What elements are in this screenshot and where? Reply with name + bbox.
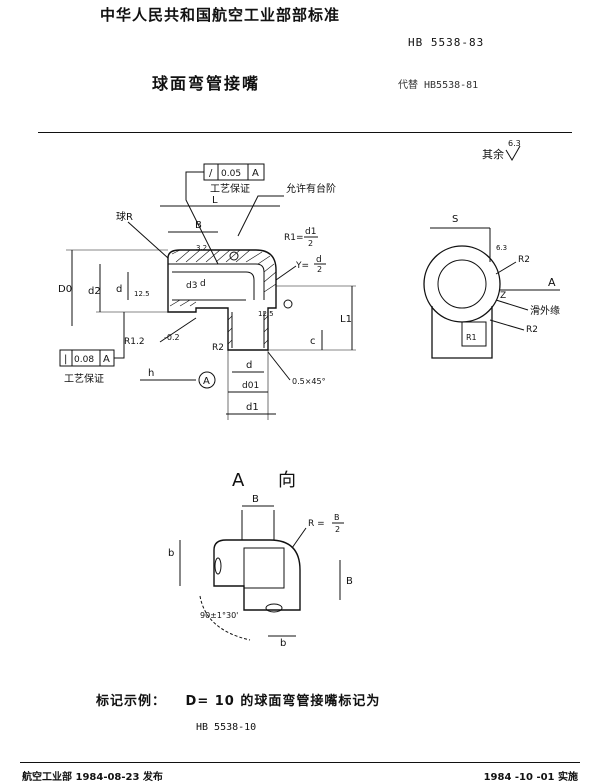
label-d3: d3: [186, 281, 197, 291]
label-B: B: [195, 220, 202, 231]
label-c: c: [310, 336, 316, 347]
label-d-over-2: d: [316, 255, 322, 265]
tol-left-symbol: |: [64, 354, 67, 365]
side-Z: Z: [500, 291, 506, 301]
va-angle: 90±1°30': [200, 611, 238, 620]
va-R-eq: R =: [308, 519, 325, 529]
replaces-standard: 代替 HB5538-81: [398, 80, 479, 91]
marking-example: 标记示例： D= 10 的球面弯管接嘴标记为: [96, 690, 380, 709]
footer-rule: [20, 762, 580, 763]
label-d1-bottom: d1: [246, 402, 259, 413]
footer-issued: 航空工业部 1984-08-23 发布: [22, 772, 163, 783]
example-code: HB 5538-10: [196, 722, 257, 733]
label-half-1: 2: [308, 239, 313, 248]
tol-top-datum: A: [252, 168, 259, 179]
label-d1-over-2: d1: [305, 227, 316, 237]
tol-left-note: 工艺保证: [64, 372, 104, 385]
side-R1: R1: [466, 333, 477, 342]
rest-roughness-value: 6.3: [508, 139, 521, 148]
va-B-top: B: [252, 494, 259, 505]
header-rule: [38, 132, 572, 133]
label-d-bottom: d: [246, 360, 252, 371]
label-r32: 3.2: [196, 244, 207, 252]
va-B-frac: B: [334, 513, 340, 522]
label-D0: D0: [58, 284, 72, 295]
label-sphere-r: 球R: [116, 210, 133, 223]
side-S: S: [452, 214, 458, 225]
tol-top-note: 工艺保证: [210, 182, 250, 195]
label-chamfer: 0.5×45°: [292, 377, 326, 386]
label-L: L: [212, 195, 218, 206]
va-B-right: B: [346, 576, 353, 587]
va-two: 2: [335, 525, 340, 534]
side-smooth-edge: 滑外缘: [530, 304, 560, 317]
label-A-circle: A: [203, 376, 210, 387]
example-label: 标记示例：: [96, 694, 167, 709]
rest-roughness-label: 其余: [482, 147, 504, 161]
label-h: h: [148, 368, 154, 379]
tol-left-value: 0.08: [74, 355, 94, 365]
label-d01: d01: [242, 381, 259, 391]
va-b-bottom: b: [280, 638, 286, 649]
label-r125b: 12.5: [258, 310, 274, 318]
tolerance-frame-left: | 0.08 A: [59, 349, 115, 367]
undercut-note: 允许有台阶: [286, 182, 336, 195]
standard-number: HB 5538-83: [408, 36, 485, 49]
va-b-left: b: [168, 548, 174, 559]
label-R1-2: R1.2: [124, 337, 145, 347]
footer-effective: 1984 -10 -01 实施: [483, 772, 578, 783]
tol-left-datum: A: [103, 354, 110, 365]
label-R1-prefix: R1=: [284, 233, 304, 243]
side-R2: R2: [518, 255, 530, 265]
org-title: 中华人民共和国航空工业部部标准: [100, 6, 341, 24]
label-L1: L1: [340, 314, 352, 325]
label-c-minus: -0.2: [164, 333, 180, 342]
label-half-2: 2: [317, 265, 322, 274]
document-title: 球面弯管接嘴: [152, 74, 261, 93]
label-d2: d2: [88, 286, 101, 297]
side-R2b: R2: [526, 325, 538, 335]
tol-top-symbol: /: [209, 168, 213, 179]
example-text: D= 10 的球面弯管接嘴标记为: [185, 694, 381, 709]
label-Y: Y=: [295, 261, 309, 271]
tol-top-value: 0.05: [221, 169, 241, 179]
tolerance-frame-top: / 0.05 A: [203, 163, 265, 181]
label-R2: R2: [212, 343, 224, 353]
side-r63: 6.3: [496, 244, 507, 252]
label-d-left: d: [116, 284, 122, 295]
label-d: d: [200, 279, 206, 289]
view-a-title: A 向: [232, 470, 311, 491]
label-r125: 12.5: [134, 290, 150, 298]
side-A: A: [548, 276, 556, 289]
